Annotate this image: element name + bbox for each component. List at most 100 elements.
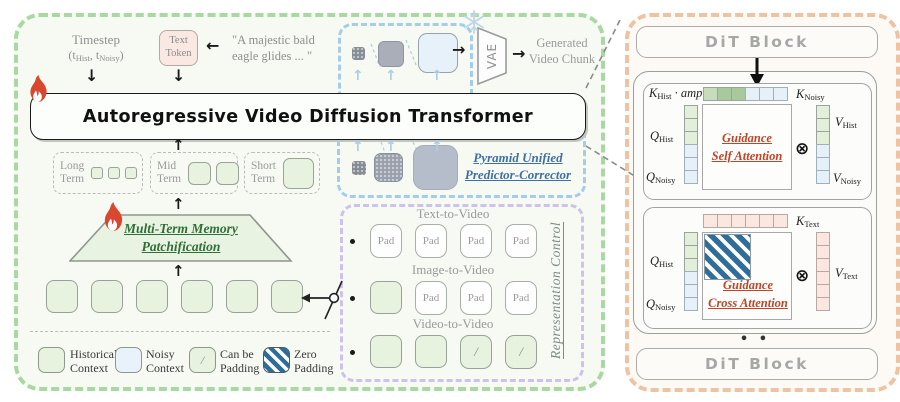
v-hist-label: VHist bbox=[835, 115, 857, 130]
q-noisy-label: QNoisy bbox=[646, 297, 676, 312]
cell-c-text bbox=[745, 214, 760, 228]
vae-encoder-shape bbox=[477, 27, 507, 85]
cell-box-hist bbox=[370, 281, 402, 314]
cell-c-noisy bbox=[684, 144, 698, 158]
cell-box-hist bbox=[181, 280, 213, 313]
cell-sq-s bbox=[125, 167, 138, 179]
cell-c-text bbox=[816, 245, 830, 259]
patchify-to-terms-arrow-icon: ↑ bbox=[172, 195, 185, 213]
cell-c-text bbox=[717, 214, 732, 228]
self-k-row bbox=[703, 87, 788, 101]
up-arrow-icon: ↑ bbox=[352, 139, 364, 155]
prompt-text: "A majestic bald eagle glides ... " bbox=[232, 33, 315, 63]
vae-out-arrow-icon: → bbox=[512, 44, 526, 63]
cell-box-hist bbox=[370, 335, 402, 368]
cell-c-noisy bbox=[684, 157, 698, 171]
q-noisy-label: QNoisy bbox=[646, 170, 676, 185]
text-token-box: Text Token bbox=[159, 30, 198, 66]
terms-to-bar-arrow-icon: ↑ bbox=[172, 136, 185, 154]
short-term-tokens bbox=[282, 157, 314, 189]
cell-c-noisy bbox=[684, 271, 698, 285]
text-to-video-label: Text-to-Video bbox=[416, 206, 490, 221]
latent-mid-lower bbox=[374, 153, 403, 182]
legend-historical-swatch bbox=[38, 347, 65, 373]
cell-sq-m bbox=[216, 161, 240, 185]
cell-c-noisy bbox=[745, 87, 760, 101]
row-bullet-icon bbox=[350, 296, 355, 301]
cell-sq-l bbox=[282, 157, 314, 189]
cell-c-hist bbox=[816, 118, 830, 132]
cell-pad: Pad bbox=[460, 224, 492, 258]
fire-icon bbox=[104, 202, 123, 231]
cell-c-text bbox=[816, 232, 830, 246]
cell-c-text bbox=[816, 297, 830, 311]
long-term-tokens bbox=[91, 167, 138, 179]
legend-noisy-swatch bbox=[115, 347, 142, 373]
context-token-row bbox=[46, 280, 303, 313]
up-arrow-icon: ↑ bbox=[352, 68, 364, 84]
cell-c-noisy bbox=[759, 87, 774, 101]
quote-to-token-arrow-icon: ← bbox=[206, 36, 220, 55]
legend-divider bbox=[30, 331, 330, 332]
representation-control-title: Representation Control bbox=[548, 221, 563, 359]
up-arrow-icon: ↑ bbox=[385, 68, 397, 84]
cell-slash: / bbox=[505, 335, 537, 369]
k-hist-amp-label: KHist · amp bbox=[649, 86, 703, 101]
cell-c-hist bbox=[684, 118, 698, 132]
cell-box-hist bbox=[226, 280, 258, 313]
mid-term-tokens bbox=[188, 161, 240, 185]
latent-small-lower bbox=[352, 161, 366, 175]
v-noisy-label: VNoisy bbox=[833, 171, 861, 186]
timestep-down-arrow-icon: ↓ bbox=[85, 66, 99, 85]
cell-c-text bbox=[773, 214, 788, 228]
cell-box-hist bbox=[415, 335, 447, 368]
legend-zero-padding-swatch bbox=[263, 347, 290, 373]
dit-block-bottom: DiT Block bbox=[636, 348, 878, 380]
cell-box-hist bbox=[46, 280, 78, 313]
representation-control-box bbox=[340, 204, 584, 382]
cell-c-text bbox=[759, 214, 774, 228]
cell-pad: Pad bbox=[415, 281, 447, 315]
self-v-column bbox=[816, 105, 830, 184]
transformer-bar: Autoregressive Video Diffusion Transform… bbox=[30, 93, 586, 140]
fire-icon bbox=[30, 75, 47, 102]
latent-large-upper bbox=[418, 33, 458, 73]
cut-icon bbox=[301, 280, 343, 320]
k-noisy-label: KNoisy bbox=[796, 87, 825, 102]
latent-large-lower bbox=[413, 145, 458, 190]
cell-pad: Pad bbox=[505, 281, 537, 315]
to-vae-arrow-icon: → bbox=[452, 40, 466, 59]
transformer-title: Autoregressive Video Diffusion Transform… bbox=[82, 106, 534, 127]
cell-c-hist bbox=[816, 105, 830, 119]
cell-sq-m bbox=[188, 161, 212, 185]
cell-c-hist bbox=[684, 258, 698, 272]
cell-slash: / bbox=[460, 335, 492, 369]
up-arrow-icon: ↑ bbox=[385, 139, 397, 155]
video-to-video-row: // bbox=[370, 335, 537, 369]
vae-label: VAE bbox=[485, 42, 500, 70]
cell-c-hist-d bbox=[731, 87, 746, 101]
cell-box-hist bbox=[136, 280, 168, 313]
image-to-video-label: Image-to-Video bbox=[411, 262, 495, 277]
k-text-label: KText bbox=[796, 214, 820, 229]
row-bullet-icon bbox=[350, 350, 355, 355]
self-q-column bbox=[684, 105, 698, 184]
cell-c-text bbox=[816, 258, 830, 272]
timestep-label: Timestep (tHist, tNoisy) bbox=[48, 32, 144, 64]
generated-video-chunk-label: Generated Video Chunk bbox=[528, 36, 596, 66]
q-hist-label: QHist bbox=[650, 254, 674, 269]
up-arrow-icon: ↑ bbox=[431, 139, 443, 155]
patchify-title: Multi-Term Memory Patchification bbox=[124, 221, 238, 255]
v-text-label: VText bbox=[835, 266, 858, 281]
dit-down-arrow-icon bbox=[750, 58, 764, 87]
